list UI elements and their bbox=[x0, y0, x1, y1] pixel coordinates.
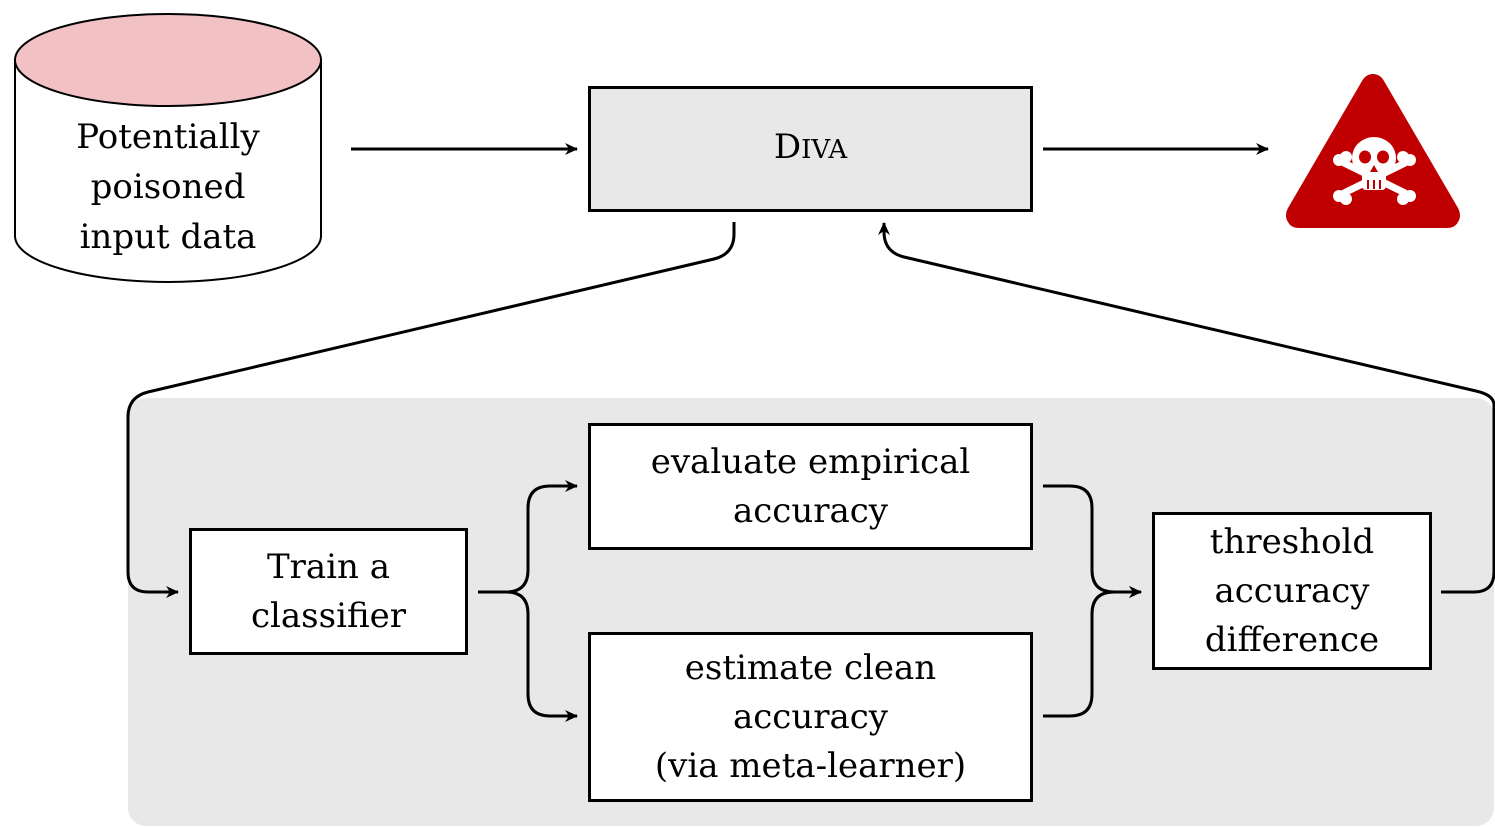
diva-label-initial: D bbox=[773, 127, 802, 167]
arrow-train-to-estimate bbox=[478, 590, 578, 722]
database-cylinder bbox=[14, 13, 322, 283]
threshold-line-3: difference bbox=[1204, 619, 1380, 660]
estimate-accuracy-box: estimate clean accuracy (via meta-learne… bbox=[588, 632, 1033, 802]
arrow-diva-to-train bbox=[126, 222, 736, 598]
arrow-threshold-to-diva bbox=[878, 222, 1495, 594]
estimate-line-1: estimate clean bbox=[684, 647, 937, 688]
diva-label: DIVA bbox=[774, 123, 847, 175]
estimate-line-2: accuracy bbox=[732, 696, 889, 737]
threshold-box: threshold accuracy difference bbox=[1152, 512, 1432, 670]
input-line-2: poisoned bbox=[90, 167, 246, 207]
evaluate-accuracy-box: evaluate empirical accuracy bbox=[588, 423, 1033, 550]
arrow-train-to-evaluate bbox=[478, 480, 578, 594]
skull-crossbones-warning-icon bbox=[1286, 74, 1460, 228]
arrow-estimate-to-threshold bbox=[1043, 586, 1142, 718]
input-line-1: Potentially bbox=[76, 117, 260, 157]
diva-box: DIVA bbox=[588, 86, 1033, 212]
evaluate-line-2: accuracy bbox=[732, 490, 889, 531]
train-line-1: Train a bbox=[266, 546, 391, 587]
input-data-label: Potentially poisoned input data bbox=[14, 112, 322, 262]
train-classifier-box: Train a classifier bbox=[189, 528, 468, 655]
train-line-2: classifier bbox=[250, 595, 406, 636]
estimate-line-3: (via meta-learner) bbox=[654, 745, 967, 786]
threshold-line-2: accuracy bbox=[1214, 570, 1370, 611]
evaluate-line-1: evaluate empirical bbox=[650, 441, 971, 482]
arrow-evaluate-to-threshold bbox=[1043, 484, 1142, 598]
input-line-3: input data bbox=[79, 217, 257, 257]
threshold-line-1: threshold bbox=[1209, 521, 1375, 562]
diva-label-rest: IVA bbox=[801, 135, 848, 165]
